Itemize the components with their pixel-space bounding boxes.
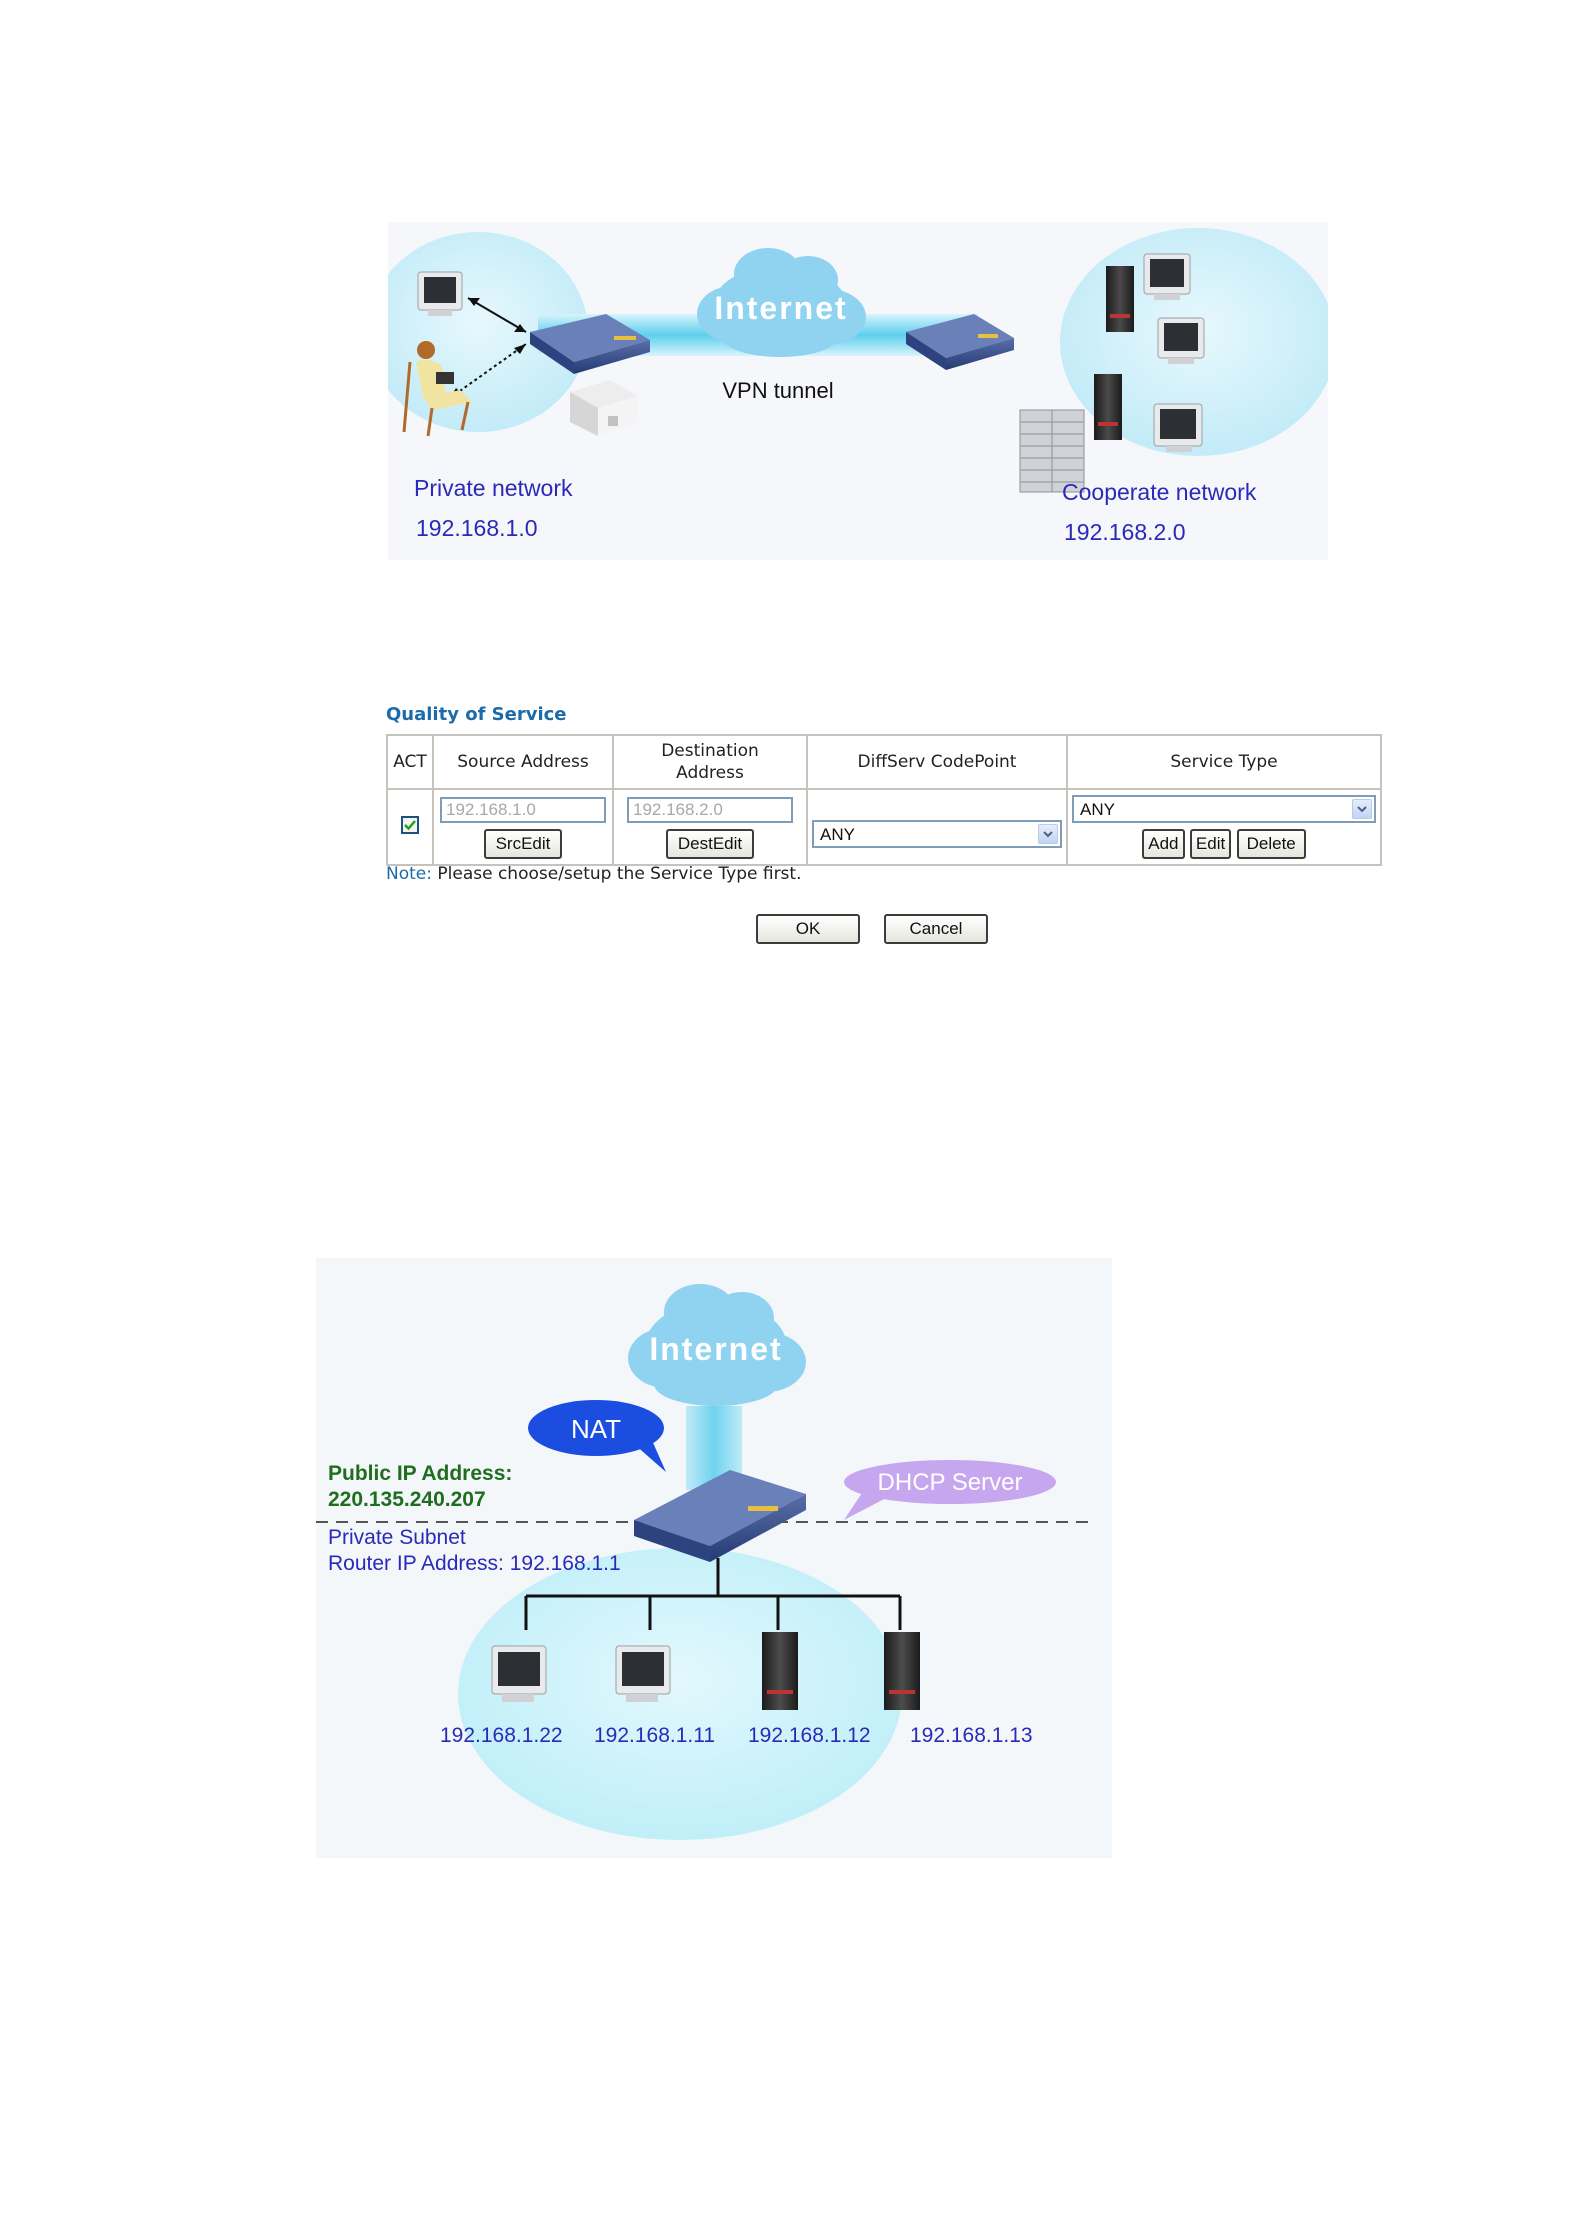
service-type-select-value: ANY bbox=[1080, 800, 1115, 819]
router-icon bbox=[634, 1470, 806, 1562]
dest-edit-button[interactable]: DestEdit bbox=[665, 829, 755, 859]
delete-service-button[interactable]: Delete bbox=[1236, 829, 1306, 859]
service-type-select[interactable]: ANY bbox=[1072, 795, 1376, 823]
vpn-tunnel-label: VPN tunnel bbox=[722, 378, 833, 403]
host-ip-label: 192.168.1.22 bbox=[440, 1724, 563, 1747]
server-tower-icon bbox=[1094, 374, 1122, 440]
diffserv-select-value: ANY bbox=[820, 825, 855, 844]
chevron-down-icon bbox=[1038, 824, 1058, 844]
act-checkbox[interactable] bbox=[401, 815, 419, 834]
internet-cloud-icon bbox=[697, 248, 866, 357]
computer-icon bbox=[491, 1645, 547, 1702]
server-tower-icon bbox=[1106, 266, 1134, 332]
note-text: Please choose/setup the Service Type fir… bbox=[437, 864, 802, 884]
qos-title: Quality of Service bbox=[386, 704, 567, 725]
host-ip-label: 192.168.1.12 bbox=[748, 1724, 871, 1747]
header-source-address: Source Address bbox=[432, 734, 614, 790]
server-tower-icon bbox=[884, 1632, 920, 1710]
computer-icon bbox=[1143, 253, 1191, 300]
qos-panel: Quality of Service ACT Source Address De… bbox=[384, 700, 1382, 950]
private-subnet-label: Private Subnet bbox=[328, 1526, 466, 1549]
internet-label: Internet bbox=[714, 290, 847, 326]
lan-connections bbox=[524, 1558, 902, 1630]
vpn-diagram: Internet VPN tunnel bbox=[388, 222, 1328, 560]
header-destination-address: Destination Address bbox=[612, 734, 808, 790]
source-address-input[interactable]: 192.168.1.0 bbox=[440, 797, 606, 823]
computer-icon bbox=[1157, 317, 1205, 364]
internet-label: Internet bbox=[649, 1331, 782, 1367]
private-subnet-bubble bbox=[458, 1548, 902, 1840]
header-service-type: Service Type bbox=[1066, 734, 1382, 790]
src-edit-button[interactable]: SrcEdit bbox=[483, 829, 563, 859]
cooperate-network-label: Cooperate network bbox=[1062, 479, 1257, 505]
header-act: ACT bbox=[386, 734, 434, 790]
table-header-row: ACT Source Address Destination Address D… bbox=[386, 734, 1382, 790]
public-ip-label: Public IP Address: bbox=[328, 1462, 512, 1485]
note-label: Note: bbox=[386, 864, 432, 884]
host-ip-label: 192.168.1.11 bbox=[594, 1724, 715, 1747]
add-service-button[interactable]: Add bbox=[1142, 829, 1185, 859]
computer-icon bbox=[1153, 403, 1203, 452]
private-network-ip: 192.168.1.0 bbox=[416, 515, 538, 541]
cancel-button[interactable]: Cancel bbox=[884, 914, 988, 944]
user-icon bbox=[402, 341, 472, 437]
host-ip-label: 192.168.1.13 bbox=[910, 1724, 1033, 1747]
chevron-down-icon bbox=[1352, 799, 1372, 819]
server-rack-icon bbox=[1019, 409, 1085, 493]
nat-diagram: Internet NAT DHCP Server Public IP Addre… bbox=[316, 1258, 1112, 1858]
cooperate-network-ip: 192.168.2.0 bbox=[1064, 519, 1186, 545]
router-icon bbox=[530, 314, 650, 374]
edit-service-button[interactable]: Edit bbox=[1189, 829, 1232, 859]
diffserv-select[interactable]: ANY bbox=[812, 820, 1062, 848]
checkmark-icon bbox=[404, 819, 416, 830]
house-icon bbox=[570, 380, 638, 436]
header-destination-line1: Destination bbox=[661, 741, 759, 761]
public-ip-value: 220.135.240.207 bbox=[328, 1488, 486, 1511]
destination-address-input[interactable]: 192.168.2.0 bbox=[627, 797, 793, 823]
header-destination-line2: Address bbox=[676, 763, 744, 783]
internet-cloud-icon bbox=[628, 1284, 806, 1406]
computer-icon bbox=[615, 1645, 671, 1702]
dhcp-callout bbox=[844, 1460, 1056, 1520]
note: Note: Please choose/setup the Service Ty… bbox=[386, 864, 802, 884]
server-tower-icon bbox=[762, 1632, 798, 1710]
private-network-label: Private network bbox=[414, 475, 573, 501]
ok-button[interactable]: OK bbox=[756, 914, 860, 944]
table-row: 192.168.1.0 SrcEdit 192.168.2.0 DestEdit… bbox=[386, 788, 1382, 866]
router-ip-label: Router IP Address: 192.168.1.1 bbox=[328, 1552, 621, 1575]
header-diffserv-codepoint: DiffServ CodePoint bbox=[806, 734, 1068, 790]
qos-table: ACT Source Address Destination Address D… bbox=[386, 734, 1382, 866]
router-icon bbox=[906, 314, 1014, 370]
nat-callout bbox=[528, 1400, 666, 1472]
computer-icon bbox=[417, 271, 463, 316]
dhcp-label: DHCP Server bbox=[878, 1469, 1023, 1496]
nat-label: NAT bbox=[571, 1414, 621, 1444]
